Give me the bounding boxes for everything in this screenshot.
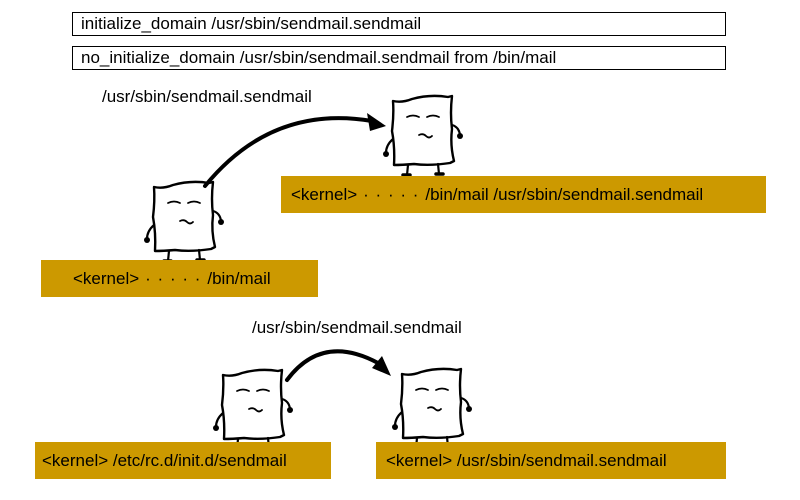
domain-path-label: /bin/mail — [207, 269, 271, 288]
domain-dots: · · · · · — [363, 185, 420, 204]
transition-label-bottom: /usr/sbin/sendmail.sendmail — [252, 318, 462, 337]
domain-bar-bottom-target: <kernel> /usr/sbin/sendmail.sendmail — [376, 442, 726, 479]
arrowhead-bottom — [372, 356, 391, 376]
process-icon-bottom-target — [390, 367, 474, 450]
rule-no-initialize-domain: no_initialize_domain /usr/sbin/sendmail.… — [72, 46, 726, 70]
domain-kernel-label: <kernel> — [291, 185, 358, 204]
domain-bar-bottom-source: <kernel> /etc/rc.d/init.d/sendmail — [35, 442, 331, 479]
rule-initialize-domain: initialize_domain /usr/sbin/sendmail.sen… — [72, 12, 726, 36]
domain-bar-top-target: <kernel> · · · · · /bin/mail /usr/sbin/sen… — [281, 176, 766, 213]
transition-arrow-bottom — [285, 349, 380, 382]
process-icon-top-source — [142, 180, 226, 263]
transition-label-top: /usr/sbin/sendmail.sendmail — [102, 87, 312, 106]
domain-kernel-label: <kernel> — [73, 269, 140, 288]
domain-bar-top-source: <kernel> · · · · · /bin/mail — [41, 260, 318, 297]
process-icon-bottom-source — [211, 368, 295, 451]
domain-dots: · · · · · — [145, 269, 202, 288]
arrowhead-top — [367, 113, 386, 131]
transition-arrow-top — [203, 116, 374, 188]
domain-path-label: /bin/mail /usr/sbin/sendmail.sendmail — [425, 185, 704, 204]
process-icon-top-target — [381, 94, 465, 177]
